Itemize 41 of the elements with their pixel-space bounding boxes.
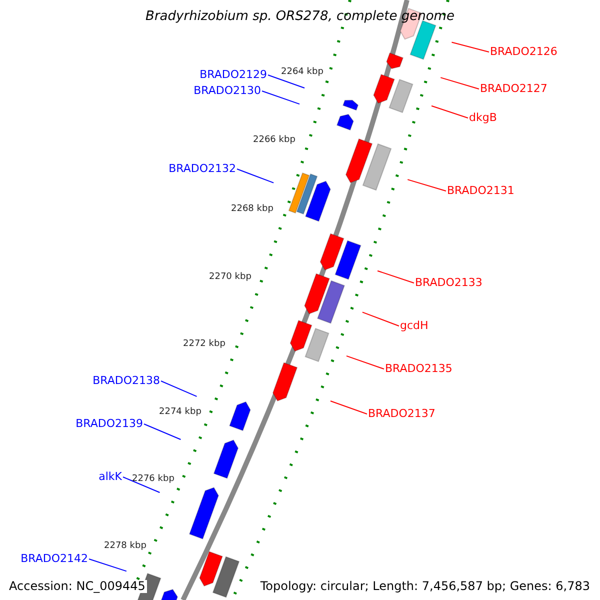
scale-label: 2268 kbp — [231, 204, 274, 215]
gene-label: BRADO2126 — [490, 45, 558, 58]
footer-text: Topology: circular; Length: 7,456,587 bp; Genes: 6,783 — [258, 580, 592, 593]
gene-label: BRADO2138 — [92, 374, 160, 387]
gene-label: gcdH — [400, 319, 428, 332]
leader-line — [377, 270, 414, 284]
gene-label: dkgB — [469, 111, 497, 124]
scale-label: 2264 kbp — [281, 67, 324, 78]
gene-label: alkK — [98, 470, 122, 483]
leader-line — [330, 400, 368, 414]
leader-line — [431, 105, 468, 118]
leader-line — [407, 179, 446, 192]
gene-label: BRADO2133 — [415, 276, 482, 289]
leader-line — [451, 42, 490, 52]
scale-label: 2274 kbp — [159, 407, 202, 418]
gene-label: BRADO2127 — [480, 82, 548, 95]
gene-label: BRADO2142 — [20, 552, 88, 565]
gene-label: BRADO2135 — [385, 362, 452, 375]
leader-line — [88, 558, 127, 572]
leader-line — [362, 312, 400, 326]
scale-label: 2270 kbp — [209, 272, 252, 283]
leader-line — [122, 476, 160, 493]
gene-label: BRADO2129 — [200, 68, 267, 81]
leader-line — [346, 355, 384, 370]
gene-label: BRADO2137 — [368, 407, 436, 420]
leader-line — [268, 74, 306, 88]
diagram-title: Bradyrhizobium sp. ORS278, complete genome — [144, 10, 456, 23]
gene-label: BRADO2139 — [76, 417, 143, 430]
gene-label: BRADO2132 — [168, 162, 236, 175]
leader-line — [160, 380, 198, 397]
scale-label: 2276 kbp — [132, 474, 174, 485]
leader-line — [236, 168, 274, 184]
leader-line — [440, 77, 480, 90]
leader-line — [262, 90, 300, 105]
scale-label: 2266 kbp — [253, 135, 296, 146]
leader-line — [144, 424, 182, 440]
footer-text: Accession: NC_009445 — [7, 580, 148, 593]
scale-label: 2272 kbp — [183, 339, 226, 350]
gene-label: BRADO2131 — [447, 184, 514, 197]
gene-label: BRADO2130 — [194, 84, 261, 97]
scale-label: 2278 kbp — [104, 541, 146, 552]
